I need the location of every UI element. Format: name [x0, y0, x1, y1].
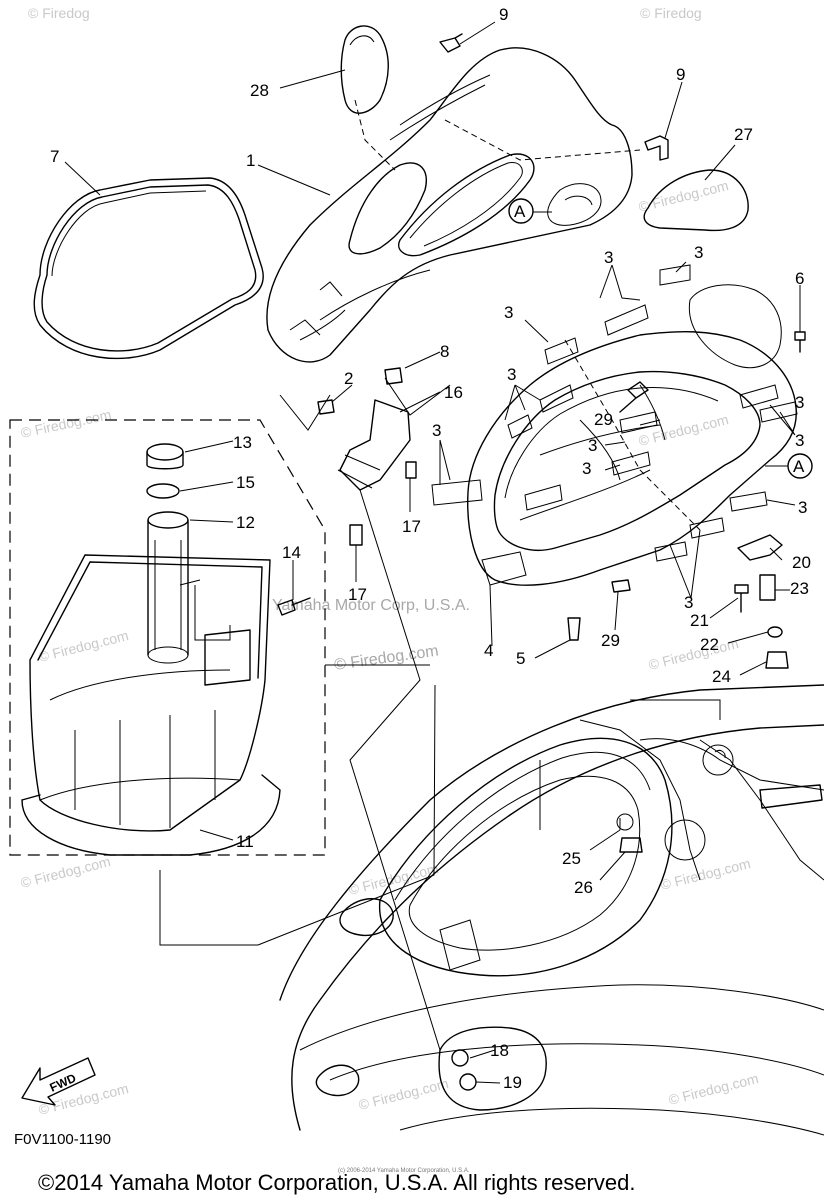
callout-4: 4: [484, 641, 493, 660]
watermark-yamaha: Yamaha Motor Corp, U.S.A.: [272, 597, 470, 614]
ring-15: [146, 483, 180, 499]
callout-3-k: 3: [684, 593, 693, 612]
callout-28: 28: [250, 81, 269, 100]
callout-9-right: 9: [676, 65, 685, 84]
basket-boundary: [9, 419, 326, 856]
basket-11: [21, 554, 281, 856]
watermark-bottom-center: © Firedog.com: [357, 1075, 450, 1113]
callout-15: 15: [236, 473, 255, 492]
callout-5: 5: [516, 649, 525, 668]
callout-17-right: 17: [402, 517, 421, 536]
watermark-right-low: © Firedog.com: [659, 855, 752, 893]
clip-9-top: [439, 33, 463, 53]
callout-3-j: 3: [798, 498, 807, 517]
callout-3-a: 3: [694, 243, 703, 262]
drawing-code: F0V1100-1190: [14, 1131, 111, 1148]
callout-27: 27: [734, 125, 753, 144]
hull-deck: [279, 684, 824, 1136]
callout-11: 11: [236, 832, 254, 851]
callout-3-h: 3: [588, 436, 597, 455]
callout-19: 19: [503, 1073, 522, 1092]
callout-3-e: 3: [795, 393, 804, 412]
callout-13: 13: [233, 433, 252, 452]
ref-a-right: A: [765, 453, 813, 479]
callout-29-top: 29: [594, 410, 613, 429]
ref-a-top-label: A: [514, 202, 526, 221]
ref-a-right-label: A: [793, 457, 805, 476]
callout-3-d: 3: [507, 365, 516, 384]
callout-16: 16: [444, 383, 463, 402]
callout-17-left: 17: [348, 585, 367, 604]
callout-23: 23: [790, 579, 809, 598]
callout-8: 8: [440, 342, 449, 361]
watermark-basket: © Firedog.com: [37, 627, 130, 665]
watermark-left-low: © Firedog.com: [19, 853, 112, 891]
watermark-bottom-right: © Firedog.com: [667, 1070, 760, 1108]
callout-14: 14: [282, 543, 301, 562]
assembly-lines: [159, 99, 721, 1051]
pad-27: [643, 169, 749, 232]
callout-7: 7: [50, 147, 59, 166]
callout-3-b: 3: [604, 248, 613, 267]
callout-29-bottom: 29: [601, 631, 620, 650]
callout-numbers: 9 9 28 27 1 7 3 3 6 3 8 3 2 16 3 29 3 3 …: [50, 5, 811, 1092]
callout-3-i: 3: [582, 459, 591, 478]
hood-cover-1: [266, 47, 633, 363]
callout-3-c: 3: [504, 303, 513, 322]
callout-25: 25: [562, 849, 581, 868]
callout-3-g: 3: [795, 431, 804, 450]
watermark-top-left: © Firedog: [28, 5, 90, 21]
callout-21: 21: [690, 611, 709, 630]
pad-28: [340, 25, 389, 114]
storage-compartment: [431, 264, 806, 669]
callout-2: 2: [344, 369, 353, 388]
watermark-top-right: © Firedog: [640, 5, 702, 21]
tube-12: [147, 511, 189, 664]
callout-3-f: 3: [432, 421, 441, 440]
callout-6: 6: [795, 269, 804, 288]
callout-18: 18: [490, 1041, 509, 1060]
watermark-left: © Firedog.com: [19, 406, 112, 441]
bolt-14: [277, 597, 311, 616]
clip-9-right: [644, 135, 669, 161]
callout-22: 22: [700, 635, 719, 654]
callout-12: 12: [236, 513, 255, 532]
callout-9-top: 9: [499, 5, 508, 24]
callout-24: 24: [712, 667, 731, 686]
cap-13: [146, 443, 184, 470]
small-copyright: (c) 2006-2014 Yamaha Motor Corporation, …: [338, 1168, 470, 1174]
ref-a-top: A: [508, 198, 552, 224]
gasket-ring-7: [33, 177, 264, 360]
copyright-notice: ©2014 Yamaha Motor Corporation, U.S.A. A…: [38, 1170, 635, 1195]
watermark-cover: © Firedog.com: [637, 177, 730, 215]
fwd-arrow-icon: FWD: [21, 1057, 96, 1106]
watermark-firedog-center: © Firedog.com: [333, 642, 439, 673]
callout-26: 26: [574, 878, 593, 897]
callout-1: 1: [246, 151, 255, 170]
watermark-right: © Firedog.com: [637, 411, 730, 449]
callout-20: 20: [792, 553, 811, 572]
callout-leaders: [64, 21, 801, 1084]
